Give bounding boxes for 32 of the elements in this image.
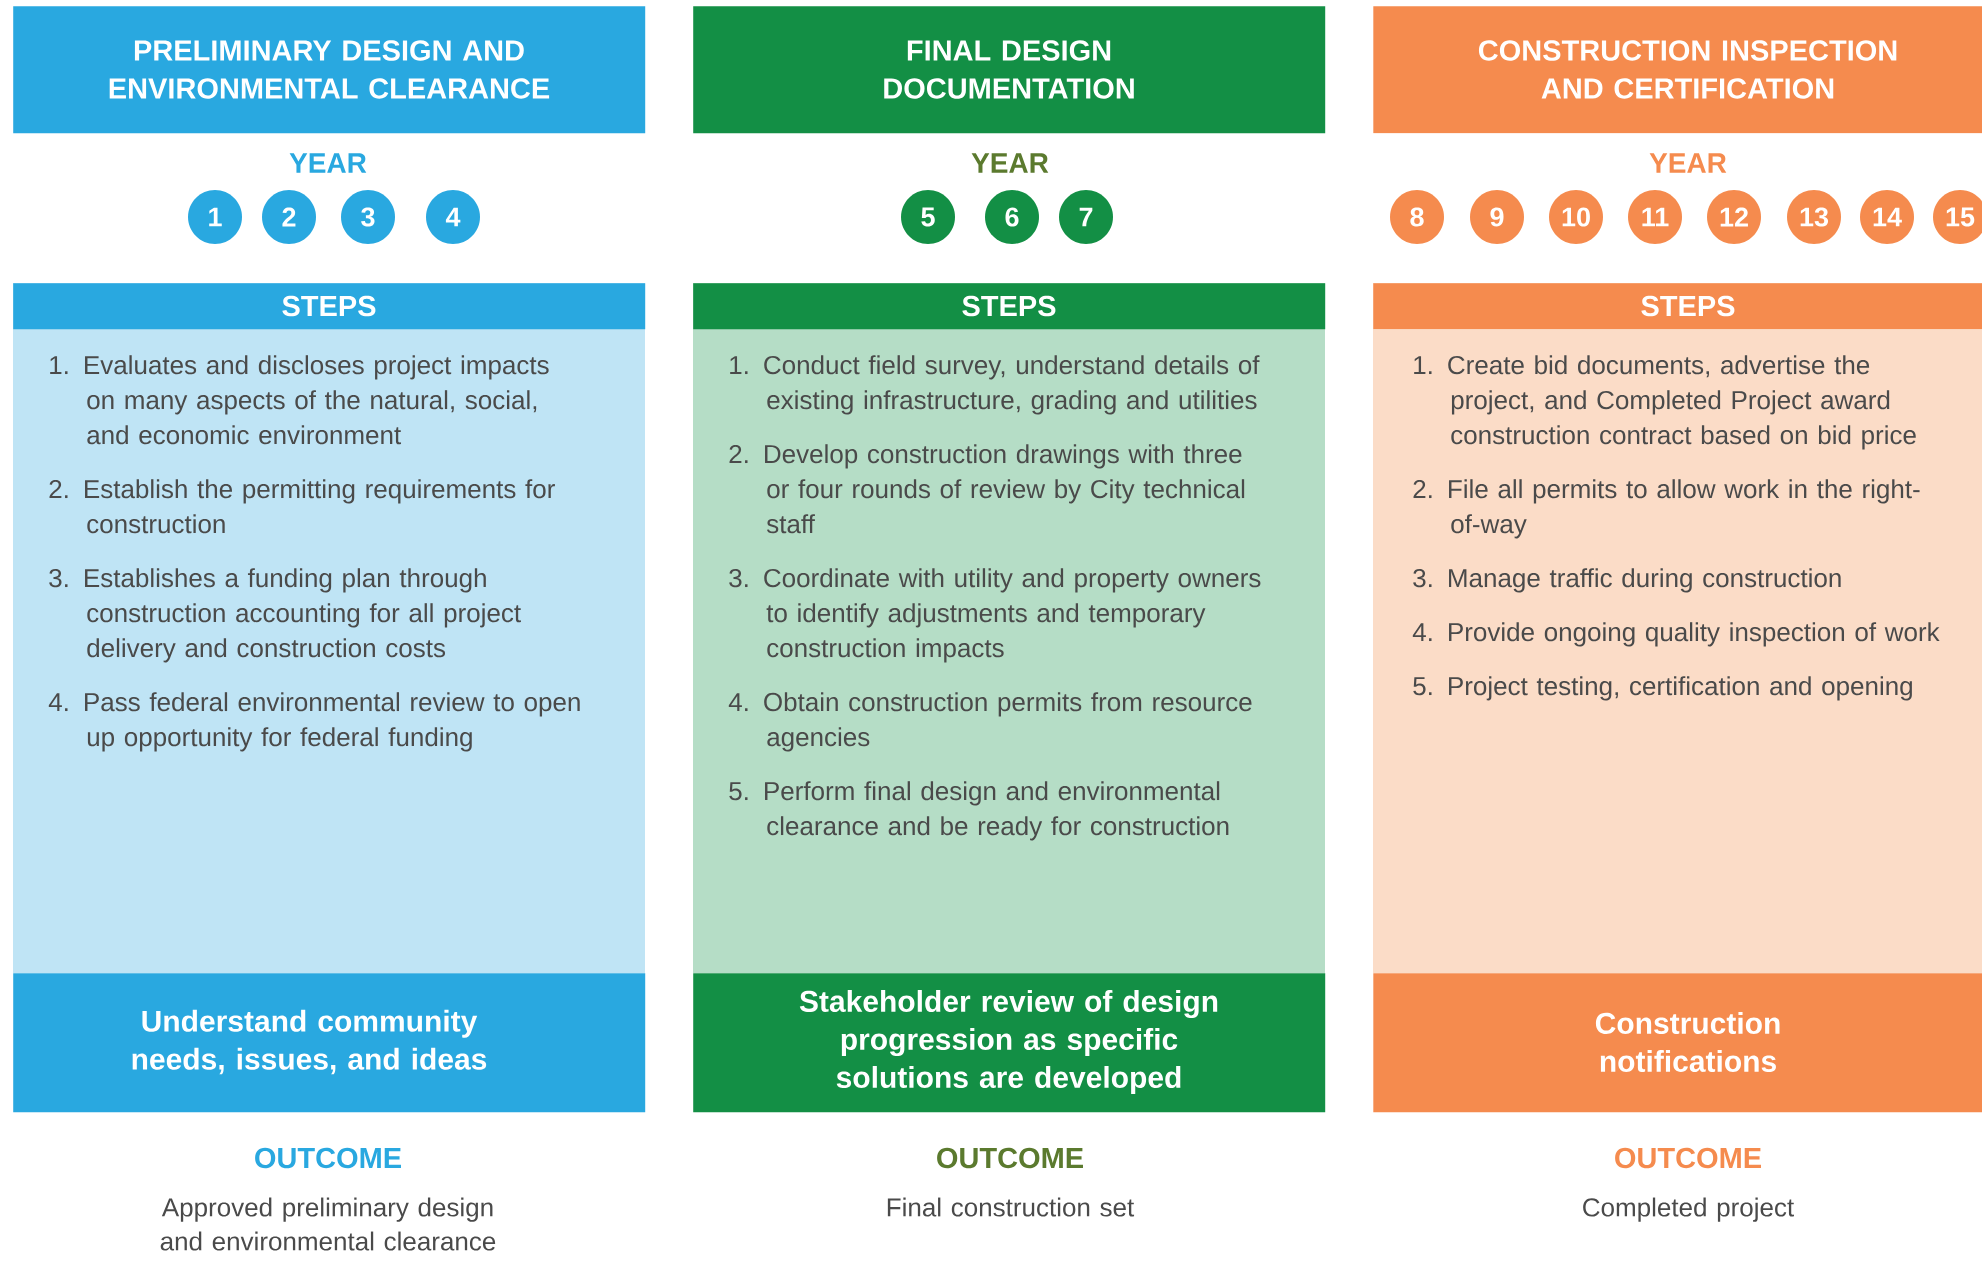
header-box: PRELIMINARY DESIGN AND ENVIRONMENTAL CLEARANCE bbox=[13, 6, 646, 134]
year-heading: YEAR bbox=[971, 153, 1049, 173]
step-text: 4. Pass federal environmental review to open up opportunity for federal funding bbox=[48, 692, 580, 752]
step-text: 3. Manage traffic during construction bbox=[1413, 568, 1841, 593]
outcome-heading: OUTCOME bbox=[255, 1147, 401, 1169]
outcome-heading: OUTCOME bbox=[937, 1147, 1083, 1169]
community-box: Stakeholder review of design progression as specific solutions are developed bbox=[693, 973, 1326, 1113]
step-text: 4. Obtain construction permits from resource agencies bbox=[728, 692, 1252, 752]
step-text: 1. Conduct field survey, understand details of existing infrastructure, grading and utilities bbox=[730, 355, 1260, 415]
step-text: 3. Establishes a funding plan through construction accounting for all project delivery and construction costs bbox=[49, 568, 521, 663]
outcome-text: Completed project bbox=[1583, 1197, 1794, 1222]
step-text: 5. Perform final design and environmental clearance and be ready for construction bbox=[729, 781, 1229, 841]
step-text: 1. Evaluates and discloses project impacts on many aspects of the natural, social, and economic environment bbox=[50, 355, 549, 445]
outcome-heading: OUTCOME bbox=[1615, 1147, 1761, 1169]
header-box: FINAL DESIGN DOCUMENTATION bbox=[693, 6, 1326, 134]
outcome-text: Approved preliminary design and environmental clearance bbox=[160, 1197, 496, 1251]
year-heading: YEAR bbox=[1649, 153, 1727, 173]
step-text: 4. Provide ongoing quality inspection of work bbox=[1412, 622, 1940, 647]
header-box: CONSTRUCTION INSPECTION AND CERTIFICATION bbox=[1373, 6, 1982, 134]
step-text: 5. Project testing, certification and opening bbox=[1413, 676, 1912, 701]
step-text: 2. Establish the permitting requirements for construction bbox=[49, 479, 555, 534]
community-box: Understand community needs, issues, and ideas bbox=[13, 973, 646, 1113]
year-heading: YEAR bbox=[289, 153, 367, 173]
outcome-text: Final construction set bbox=[887, 1197, 1135, 1217]
steps-panel: STEPS 1. Conduct field survey, understand details of existing infrastructure, grading and utilities 2. Develop construction drawings with three or four rounds of review by City technical staff 3. Coordinate with utility and property owners to identify adjustments and temporary construction impacts 4. Obtain construction permits from resource agencies 5. Perform final design and environmental clearance and be ready for construction bbox=[693, 283, 1326, 973]
step-text: 2. Develop construction drawings with three or four rounds of review by City technical staff bbox=[729, 444, 1245, 534]
step-text: 1. Create bid documents, advertise the project, and Completed Project award construction contract based on bid price bbox=[1414, 355, 1916, 450]
step-text: 2. File all permits to allow work in the right-of-way bbox=[1413, 479, 1920, 539]
step-text: 3. Coordinate with utility and property owners to identify adjustments and temporary construction impacts bbox=[729, 568, 1261, 663]
steps-panel: STEPS 1. Evaluates and discloses project impacts on many aspects of the natural, social, and economic environment 2. Establish the permitting requirements for construction 3. Establishes a funding plan through construction accounting for all project delivery and construction costs 4. Pass federal environmental review to open up opportunity for federal funding bbox=[13, 283, 646, 973]
community-box: Construction notifications bbox=[1373, 973, 1982, 1113]
steps-panel: STEPS 1. Create bid documents, advertise the project, and Completed Project award construction contract based on bid price 2. File all permits to allow work in the right-of-way 3. Manage traffic during construction 4. Provide ongoing quality inspection of work 5. Project testing, certification and opening bbox=[1373, 283, 1982, 973]
